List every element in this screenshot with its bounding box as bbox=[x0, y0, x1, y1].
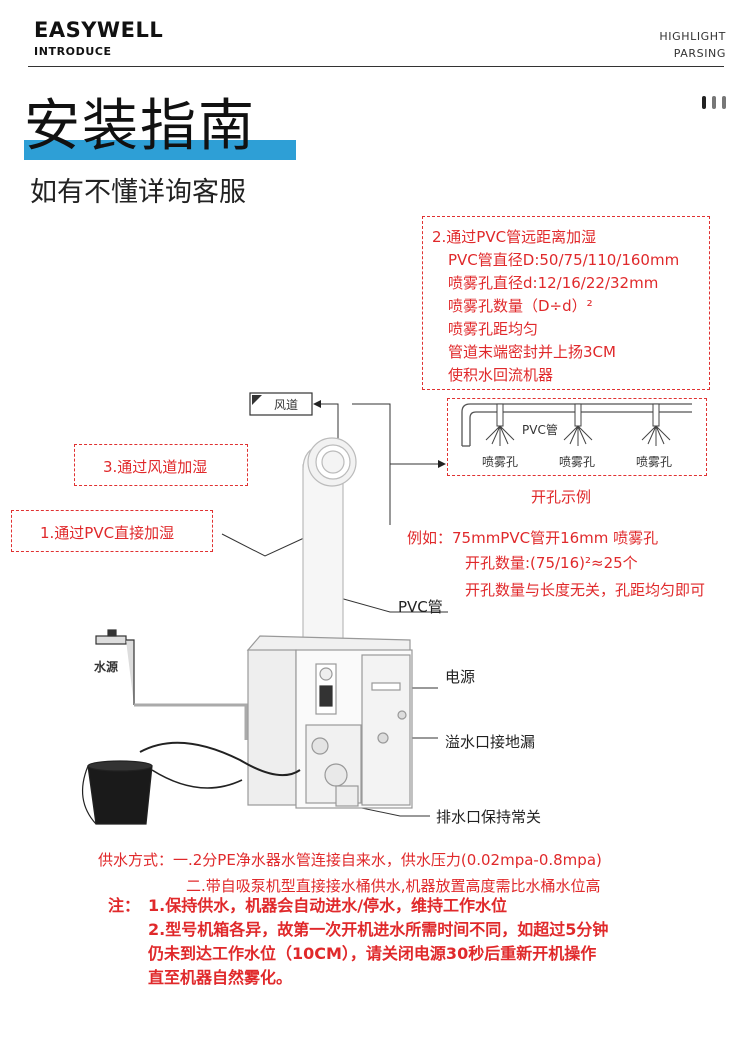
page-title: 安装指南 bbox=[24, 94, 256, 159]
pvc-box-line: 使积水回流机器 bbox=[448, 366, 554, 384]
pipe-example-box bbox=[447, 398, 707, 476]
duct-arrow bbox=[313, 400, 339, 448]
method-3-box bbox=[74, 444, 248, 486]
page-subtitle: 如有不懂详询客服 bbox=[30, 177, 246, 208]
header-divider bbox=[28, 66, 724, 67]
power-label: 电源 bbox=[445, 668, 476, 686]
supply-line-1: 供水方式：一.2分PE净水器水管连接自来水，供水压力(0.02mpa-0.8mp… bbox=[98, 851, 602, 869]
pvc-pipe-label: PVC管 bbox=[398, 598, 443, 616]
drain-label: 排水口保持常关 bbox=[436, 808, 542, 826]
note-1: 1.保持供水，机器会自动进水/停水，维持工作水位 bbox=[148, 896, 508, 915]
pvc-long-distance-box bbox=[422, 216, 710, 390]
supply-line-2: 二.带自吸泵机型直接接水桶供水,机器放置高度需比水桶水位高 bbox=[186, 877, 601, 895]
tagline-line-1: HIGHLIGHT bbox=[659, 30, 726, 43]
brand-subtitle: INTRODUCE bbox=[34, 45, 112, 58]
duct-label: 风道 bbox=[274, 398, 299, 412]
pvc-box-line: 喷雾孔距均匀 bbox=[448, 320, 539, 338]
water-hose bbox=[134, 703, 248, 740]
brand-name: EASYWELL bbox=[34, 18, 164, 42]
header-tagline: HIGHLIGHT PARSING bbox=[659, 28, 726, 62]
pvc-box-line: PVC管直径D:50/75/110/160mm bbox=[448, 251, 680, 269]
note-2-line-1: 2.型号机箱各异，故第一次开机进水所需时间不同，如超过5分钟 bbox=[148, 920, 609, 939]
overflow-label: 溢水口接地漏 bbox=[445, 733, 536, 751]
nozzle-marks bbox=[485, 403, 671, 446]
water-source-faucet bbox=[95, 629, 135, 705]
pvc-vertical-pipe bbox=[302, 437, 357, 646]
pvc-long-distance-text: 2.通过PVC管远距离加湿 PVC管直径D:50/75/110/160mm 喷雾… bbox=[432, 226, 679, 387]
method-3-label: 3.通过风道加湿 bbox=[103, 458, 208, 476]
tagline-line-2: PARSING bbox=[673, 47, 726, 60]
title-underline-bar bbox=[24, 140, 296, 160]
pvc-box-line: 喷雾孔数量（D÷d）² bbox=[448, 297, 593, 315]
bar-mark bbox=[722, 96, 726, 109]
pipe-example-pvc-label: PVC管 bbox=[522, 423, 558, 437]
bucket-hose bbox=[139, 741, 301, 777]
pipe-example-caption: 开孔示例 bbox=[531, 488, 592, 506]
example-line-3: 开孔数量与长度无关，孔距均匀即可 bbox=[465, 581, 706, 599]
note-2-line-3: 直至机器自然雾化。 bbox=[148, 968, 293, 987]
method-1-box bbox=[11, 510, 213, 552]
decorative-bars bbox=[702, 96, 726, 109]
water-bucket bbox=[82, 760, 153, 825]
pvc-pipe-example bbox=[461, 403, 692, 447]
nozzle-label: 喷雾孔 bbox=[636, 455, 673, 469]
example-line-2: 开孔数量:(75/16)²≈25个 bbox=[465, 554, 638, 572]
nozzle-label: 喷雾孔 bbox=[482, 455, 519, 469]
bar-mark bbox=[702, 96, 706, 109]
water-source-label: 水源 bbox=[94, 660, 119, 674]
notes-prefix: 注： bbox=[108, 896, 141, 915]
pvc-box-heading: 2.通过PVC管远距离加湿 bbox=[432, 228, 597, 246]
example-line-1: 例如：75mmPVC管开16mm 喷雾孔 bbox=[407, 529, 659, 547]
pvc-arrow bbox=[352, 403, 391, 525]
duct-icon bbox=[249, 392, 313, 416]
method-1-label: 1.通过PVC直接加湿 bbox=[40, 524, 175, 542]
pvc-box-line: 喷雾孔直径d:12/16/22/32mm bbox=[448, 274, 659, 292]
humidifier-machine bbox=[246, 635, 413, 809]
pvc-box-line: 管道末端密封并上扬3CM bbox=[448, 343, 616, 361]
bar-mark bbox=[712, 96, 716, 109]
nozzle-label: 喷雾孔 bbox=[559, 455, 596, 469]
note-2-line-2: 仍未到达工作水位（10CM），请关闭电源30秒后重新开机操作 bbox=[148, 944, 597, 963]
